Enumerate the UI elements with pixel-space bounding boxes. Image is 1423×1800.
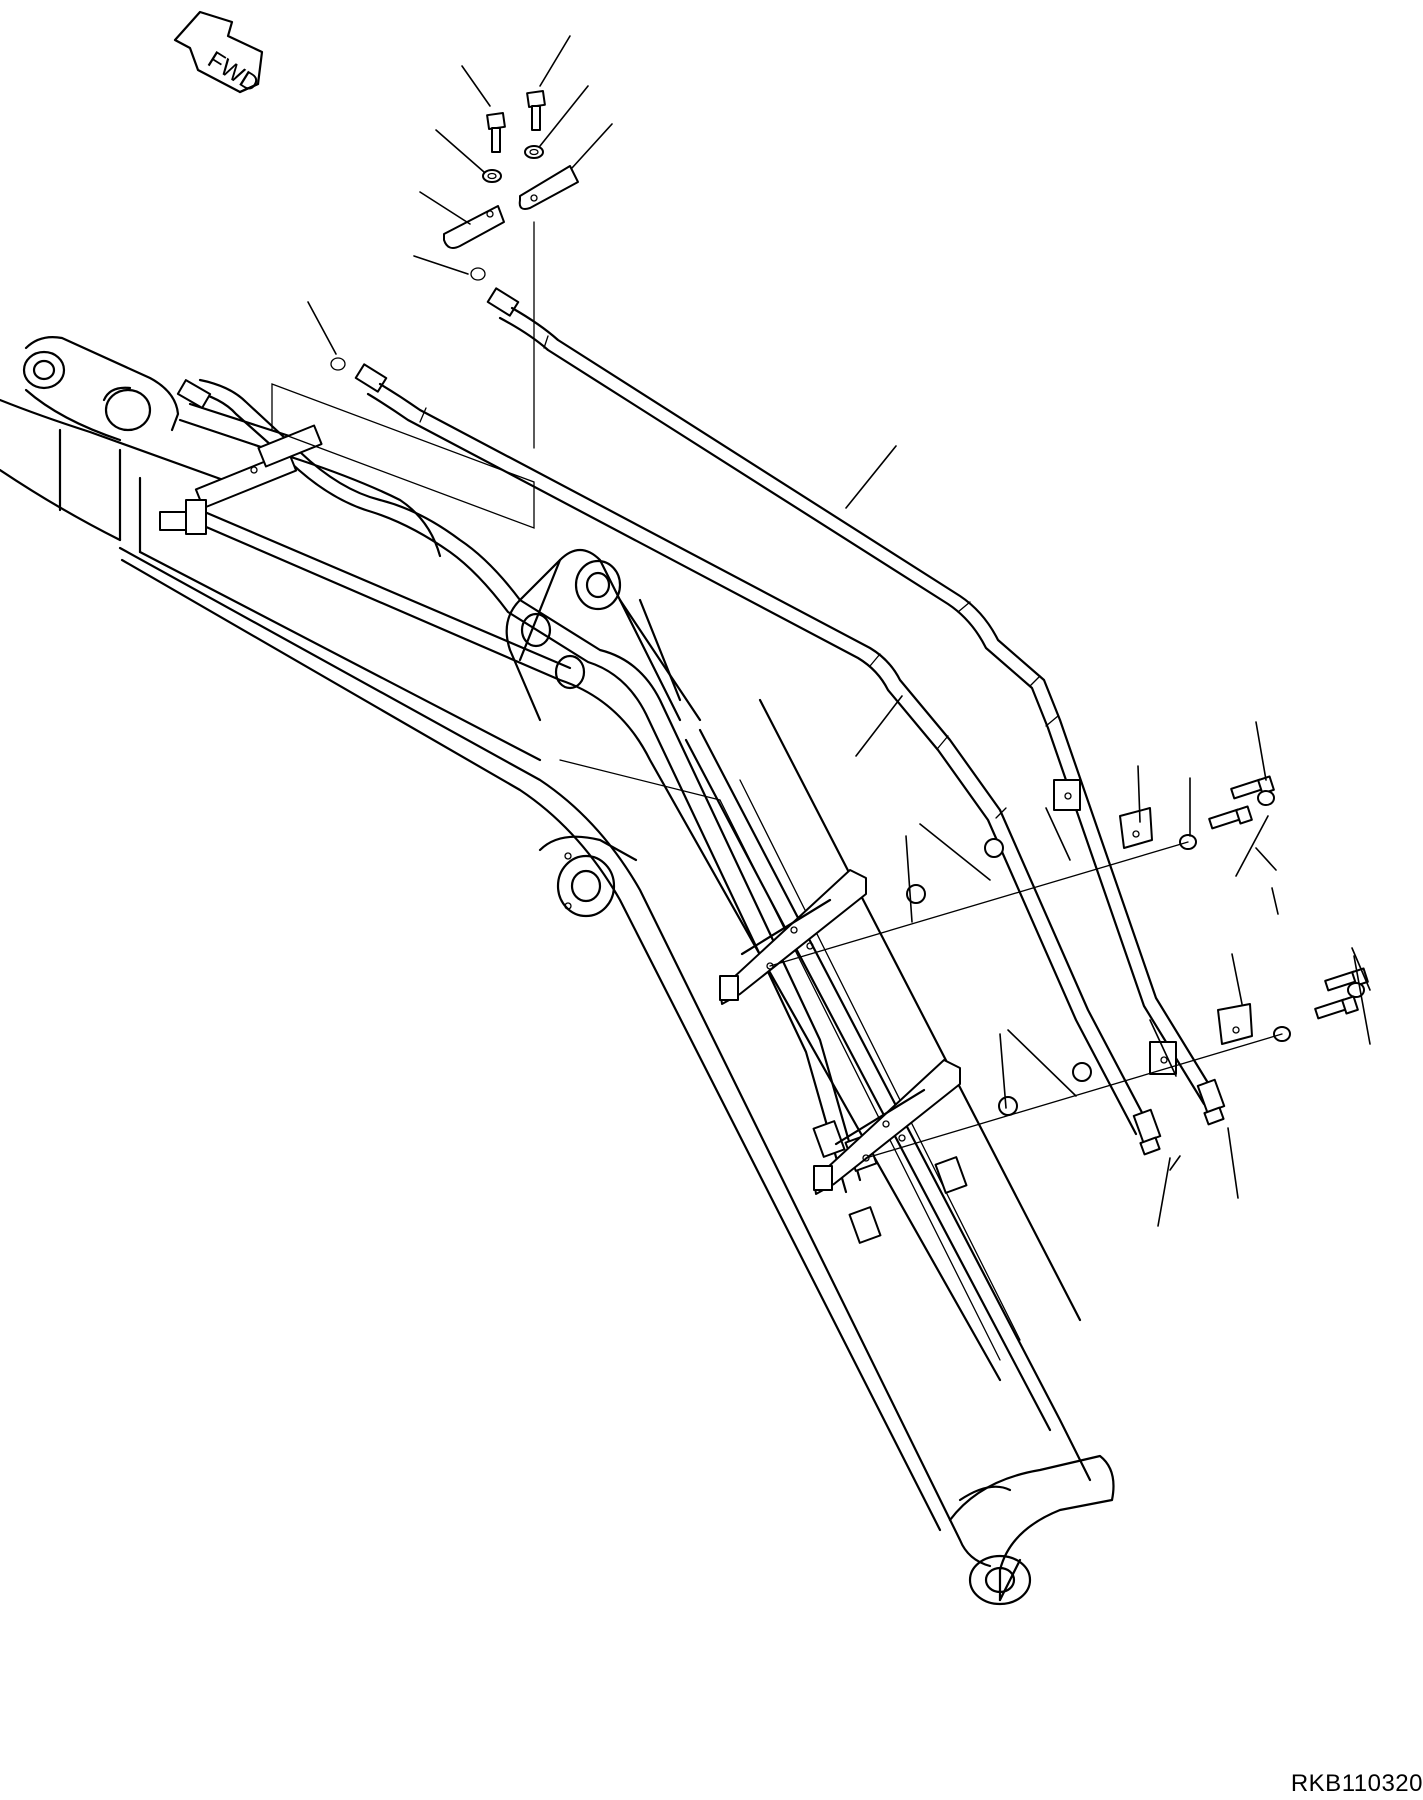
- tube-assembly-upper: [486, 287, 1226, 1126]
- lower-clamp-hardware: [813, 967, 1369, 1195]
- mid-clamp-hardware: [719, 775, 1275, 1005]
- tube-assembly-lower: [354, 363, 1162, 1156]
- fwd-label: FWD: [203, 46, 264, 98]
- upper-clamp-hardware: [330, 89, 579, 371]
- arm-hydraulic-lines: [159, 378, 968, 1244]
- callout-leaders: [307, 35, 1371, 1227]
- fwd-arrow: FWD: [173, 10, 264, 98]
- arm-structure: [0, 336, 1115, 1606]
- drawing-code: RKB110320: [1290, 1770, 1423, 1797]
- reference-plane: [271, 383, 535, 529]
